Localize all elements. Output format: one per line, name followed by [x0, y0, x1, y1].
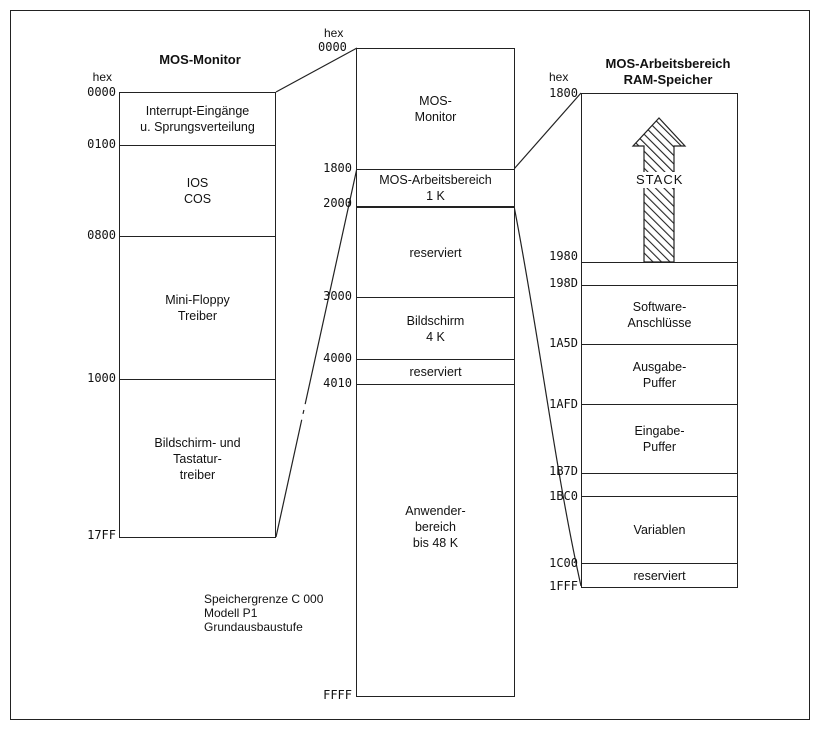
- left-seg-label: Interrupt-Eingänge u. Sprungsverteilung: [140, 104, 255, 134]
- middle-addr-FFFF: FFFF: [323, 688, 352, 702]
- middle-seg-label: Bildschirm 4 K: [406, 313, 465, 344]
- middle-addr-2000: 2000: [323, 196, 352, 210]
- left-addr-17FF: 17FF: [87, 528, 116, 542]
- right-seg-label: Ausgabe- Puffer: [632, 359, 687, 390]
- right-memory-column: Software- Anschlüsse Ausgabe- Puffer Ein…: [581, 93, 738, 588]
- speichergrenze-line1: Speichergrenze C 000: [204, 592, 324, 606]
- middle-addr-3000: 3000: [323, 289, 352, 303]
- middle-seg-label: reserviert: [409, 245, 462, 260]
- left-addr-1000: 1000: [87, 371, 116, 385]
- right-seg-label: reserviert: [633, 568, 686, 583]
- right-addr-198D: 198D: [549, 276, 578, 290]
- left-seg-ios-cos: IOS COS: [120, 145, 275, 236]
- right-seg-label: Software- Anschlüsse: [627, 300, 692, 330]
- middle-seg-anwender: Anwender- bereich bis 48 K: [357, 384, 514, 696]
- right-addr-1BC0: 1BC0: [549, 489, 578, 503]
- left-addr-0100: 0100: [87, 137, 116, 151]
- middle-seg-monitor: MOS- Monitor: [357, 49, 514, 169]
- middle-seg-reserviert-2: reserviert: [357, 359, 514, 384]
- middle-memory-column: MOS- Monitor MOS-Arbeitsbereich 1 K rese…: [356, 48, 515, 697]
- left-seg-label: Mini-Floppy Treiber: [165, 293, 230, 323]
- middle-seg-arbeitsbereich: MOS-Arbeitsbereich 1 K: [357, 169, 514, 206]
- right-addr-1A5D: 1A5D: [549, 336, 578, 350]
- right-addr-1800: 1800: [549, 86, 578, 100]
- left-addr-0800: 0800: [87, 228, 116, 242]
- right-seg-eingabe: Eingabe- Puffer: [582, 404, 737, 473]
- left-seg-bildschirm: Bildschirm- und Tastatur- treiber: [120, 379, 275, 537]
- middle-seg-label: MOS-Arbeitsbereich 1 K: [379, 173, 492, 203]
- left-title: MOS-Monitor: [159, 52, 241, 67]
- middle-seg-label: reserviert: [409, 365, 462, 379]
- right-seg-label: Variablen: [633, 523, 686, 537]
- right-hex-label: hex: [549, 70, 569, 84]
- right-seg-variablen: Variablen: [582, 496, 737, 563]
- speichergrenze-line2: Modell P1: [204, 606, 258, 620]
- middle-seg-label: MOS- Monitor: [414, 94, 457, 124]
- right-title-1: MOS-Arbeitsbereich: [605, 56, 731, 71]
- left-seg-label: Bildschirm- und Tastatur- treiber: [154, 435, 241, 482]
- stack-label: STACK: [636, 172, 684, 187]
- middle-hex-label: hex: [324, 26, 344, 40]
- right-addr-1AFD: 1AFD: [549, 397, 578, 411]
- middle-addr-4000: 4000: [323, 351, 352, 365]
- right-addr-1980: 1980: [549, 249, 578, 263]
- speichergrenze-line3: Grundausbaustufe: [204, 620, 303, 634]
- middle-seg-reserviert-1: reserviert: [357, 206, 514, 297]
- middle-addr-1800: 1800: [323, 161, 352, 175]
- left-memory-column: Interrupt-Eingänge u. Sprungsverteilung …: [119, 92, 276, 538]
- left-addr-0000: 0000: [87, 85, 116, 99]
- diagram-frame: [10, 10, 810, 720]
- right-seg-reserviert: reserviert: [582, 563, 737, 587]
- right-title-2: RAM-Speicher: [623, 72, 713, 87]
- right-addr-1B7D: 1B7D: [549, 464, 578, 478]
- right-seg-ausgabe: Ausgabe- Puffer: [582, 344, 737, 404]
- right-addr-1C00: 1C00: [549, 556, 578, 570]
- speichergrenze-note: Speichergrenze C 000 Modell P1 Grundausb…: [204, 592, 323, 634]
- middle-addr-4010: 4010: [323, 376, 352, 390]
- right-seg-gap: [582, 262, 737, 285]
- left-seg-floppy: Mini-Floppy Treiber: [120, 236, 275, 379]
- right-addr-1FFF: 1FFF: [549, 579, 578, 593]
- middle-seg-label: Anwender- bereich bis 48 K: [405, 504, 466, 550]
- right-seg-gap-2: [582, 473, 737, 496]
- left-hex-label: hex: [92, 70, 112, 84]
- middle-addr-0000: 0000: [318, 40, 347, 54]
- left-seg-label: IOS COS: [183, 176, 212, 206]
- left-seg-interrupt: Interrupt-Eingänge u. Sprungsverteilung: [120, 93, 275, 145]
- middle-seg-bildschirm: Bildschirm 4 K: [357, 297, 514, 359]
- right-seg-software: Software- Anschlüsse: [582, 285, 737, 344]
- right-seg-label: Eingabe- Puffer: [634, 424, 685, 454]
